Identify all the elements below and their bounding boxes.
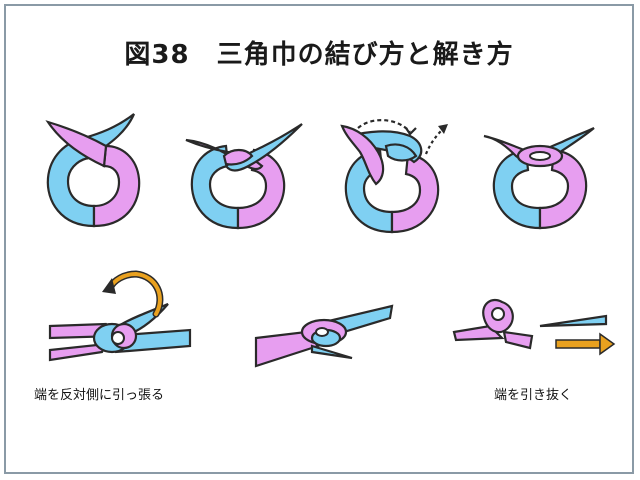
knot-step-2 — [185, 123, 303, 230]
right-arrow-icon — [555, 332, 616, 356]
caption-pull-out-end: 端を引き抜く — [494, 388, 573, 403]
page-title: 図38 三角巾の結び方と解き方 — [124, 40, 514, 70]
knot-step-3 — [340, 119, 440, 234]
knot-step-4 — [483, 127, 595, 230]
knot-diagram — [45, 113, 616, 368]
knot-step-6 — [254, 304, 394, 368]
caption-pull-end: 端を反対側に引っ張る — [34, 388, 165, 403]
knot-step-7 — [452, 298, 608, 350]
dashed-arrow-icon — [424, 124, 448, 155]
knot-step-5 — [48, 302, 192, 362]
knot-step-1 — [45, 113, 141, 228]
figure-frame: 図38 三角巾の結び方と解き方 — [4, 4, 634, 474]
curved-arrow-icon — [102, 270, 164, 318]
